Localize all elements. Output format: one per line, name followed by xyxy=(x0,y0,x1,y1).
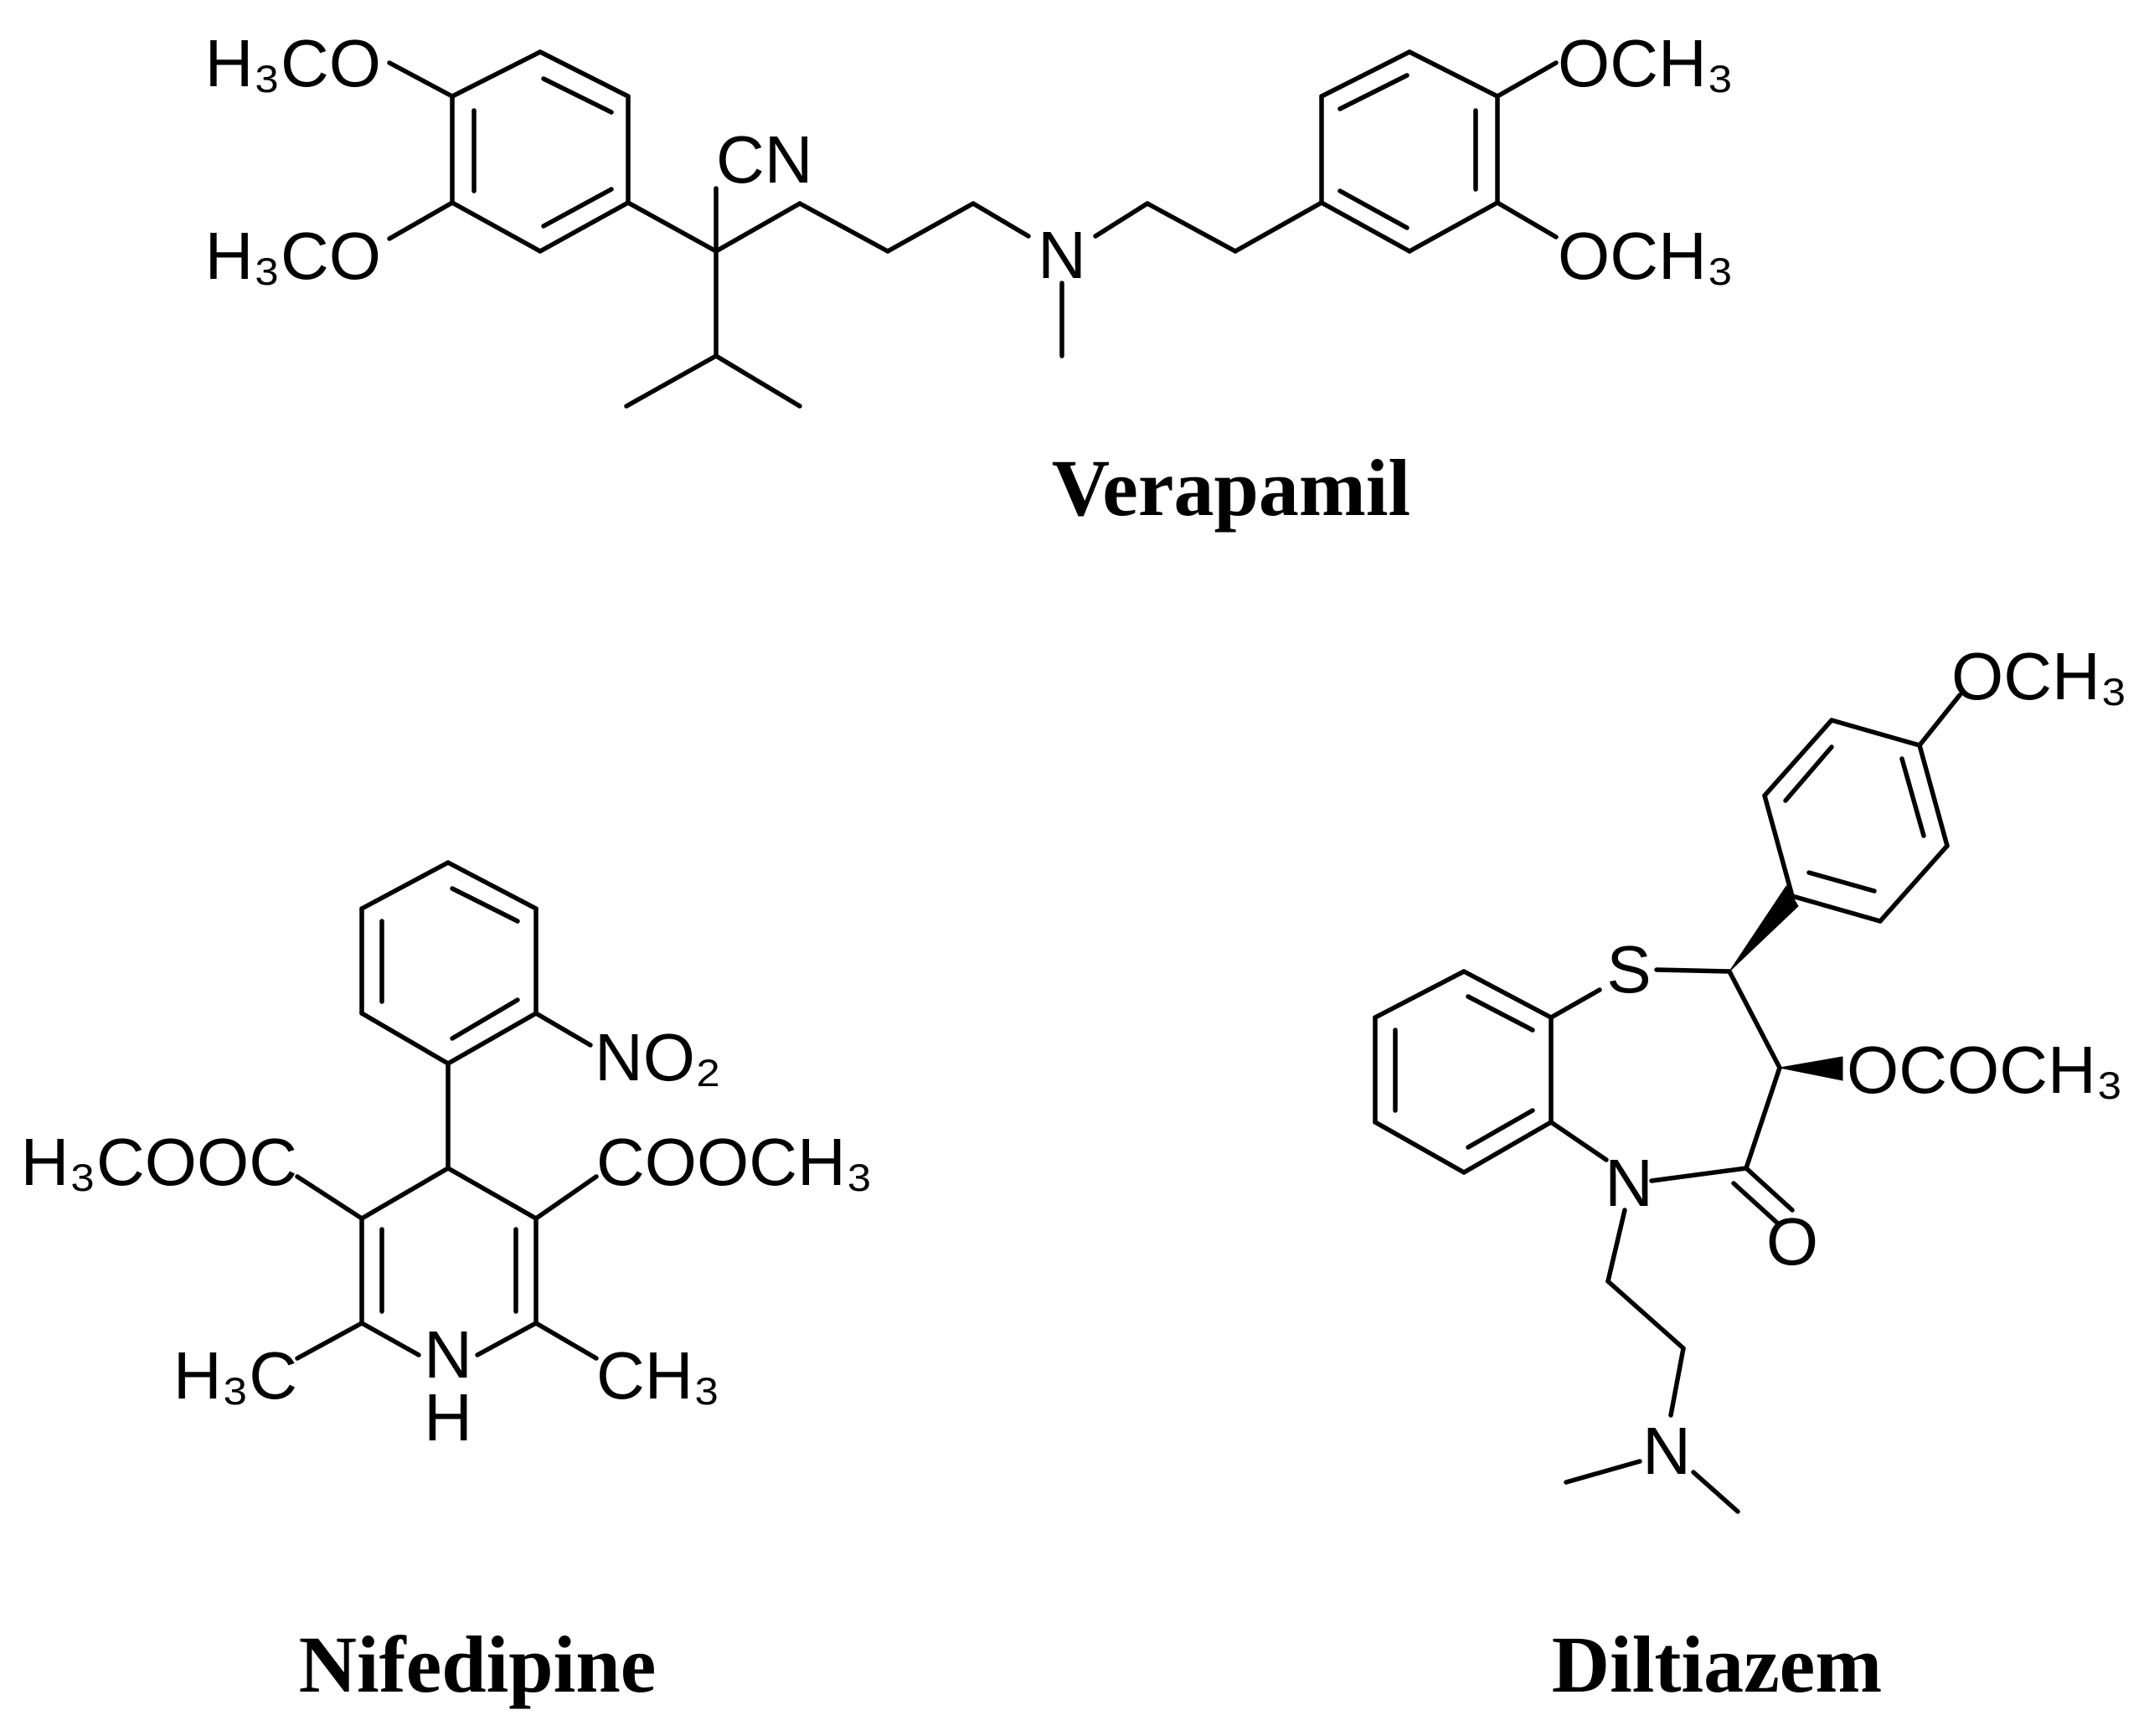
diltiazem-name: Diltiazem xyxy=(1552,1620,1883,1709)
diltiazem-sulfur-label: S xyxy=(1606,932,1651,1007)
diltiazem-amine-label: N xyxy=(1642,1414,1691,1488)
diltiazem-acetoxy-label: OCOCH₃ xyxy=(1847,1033,2123,1107)
verapamil-methoxy-label: OCH₃ xyxy=(1558,219,1734,293)
verapamil-nitrile-label: CN xyxy=(716,122,813,197)
nifedipine-bonds xyxy=(295,860,599,1361)
nifedipine-ring-nitrogen-label: N xyxy=(424,1317,472,1392)
diltiazem-methoxy-label: OCH₃ xyxy=(1951,639,2127,713)
diltiazem-bonds xyxy=(1373,693,1962,1514)
nifedipine-nitro-label: NO₂ xyxy=(595,1020,721,1095)
nifedipine-structure: NO₂ H₃COOC COOCH₃ H₃C N H CH₃ Nifedipine xyxy=(21,860,874,1709)
diltiazem-structure: OCH₃ S OCOCH₃ N O N Diltiazem xyxy=(1373,639,2127,1709)
verapamil-bonds xyxy=(387,49,1559,409)
verapamil-atom-labels: H₃CO H₃CO CN N OCH₃ OCH₃ xyxy=(205,26,1734,293)
diltiazem-wedge-bonds xyxy=(1729,885,1843,1081)
verapamil-name: Verapamil xyxy=(1052,443,1410,533)
nifedipine-methyl-label: H₃C xyxy=(173,1338,297,1413)
nifedipine-atom-labels: NO₂ H₃COOC COOCH₃ H₃C N H CH₃ xyxy=(21,1020,874,1455)
verapamil-methoxy-label: OCH₃ xyxy=(1558,26,1734,100)
diltiazem-atom-labels: OCH₃ S OCOCH₃ N O N xyxy=(1605,639,2127,1488)
verapamil-amine-label: N xyxy=(1038,218,1086,292)
nifedipine-ester-label: COOCH₃ xyxy=(596,1125,873,1199)
verapamil-methoxy-label: H₃CO xyxy=(205,26,381,100)
nifedipine-ester-label: H₃COOC xyxy=(21,1125,297,1199)
verapamil-structure: H₃CO H₃CO CN N OCH₃ OCH₃ Verapamil xyxy=(205,26,1734,533)
nifedipine-name: Nifedipine xyxy=(299,1620,657,1709)
diltiazem-carbonyl-oxygen-label: O xyxy=(1766,1204,1818,1279)
verapamil-methoxy-label: H₃CO xyxy=(205,219,381,293)
nifedipine-methyl-label: CH₃ xyxy=(596,1338,720,1413)
nifedipine-ring-hydrogen-label: H xyxy=(424,1380,472,1455)
diltiazem-ring-nitrogen-label: N xyxy=(1605,1146,1653,1220)
